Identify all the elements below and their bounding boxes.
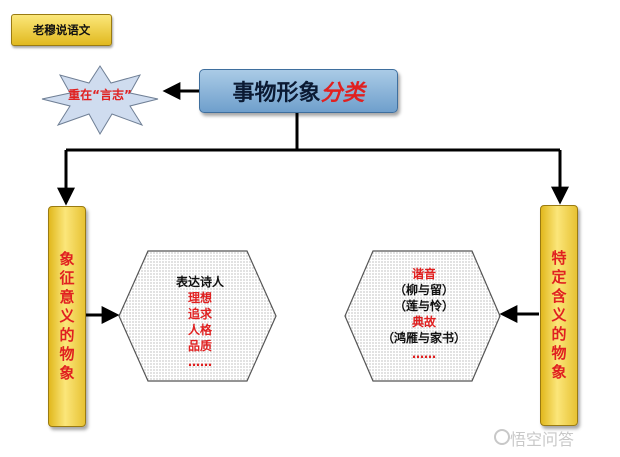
right-hexagon: [344, 250, 501, 382]
left-category-bar: 象 征 意 义 的 物 象: [48, 206, 86, 427]
left-bar-char: 物: [59, 345, 75, 363]
right-hex-line: （鸿雁与家书）: [381, 331, 466, 345]
left-hex-line: 表达诗人: [175, 275, 224, 289]
left-bar-char: 征: [59, 269, 75, 287]
left-bar-char: 的: [59, 326, 75, 344]
right-hex-line: （莲与怜）: [393, 299, 454, 313]
title-highlight: 分类: [320, 80, 365, 106]
left-bar-char: 象: [59, 250, 75, 268]
left-bar-char: 象: [59, 364, 75, 382]
right-bar-char: 象: [551, 363, 567, 381]
right-hex-content: 谐音 （柳与留） （莲与怜） 典故 （鸿雁与家书） ……: [352, 266, 496, 362]
right-hex-line: ……: [412, 347, 436, 361]
left-hex-content: 表达诗人 理想 追求 人格 品质 ……: [140, 274, 260, 370]
right-hex-line: （柳与留）: [393, 283, 454, 297]
author-badge-label: 老穆说语文: [32, 23, 91, 37]
right-bar-char: 的: [551, 325, 567, 343]
left-hex-line: 品质: [187, 339, 212, 353]
burst-shape: [41, 65, 159, 136]
right-hex-line: 典故: [411, 315, 436, 329]
right-bar-char: 特: [551, 249, 567, 267]
right-bar-char: 物: [551, 344, 567, 362]
note-label: 重在“言志”: [68, 88, 132, 102]
right-hex-line: 谐音: [411, 267, 436, 281]
author-badge: 老穆说语文: [11, 14, 112, 46]
title-box: 事物形象分类: [199, 69, 398, 113]
left-hex-line: 人格: [187, 323, 212, 337]
right-bar-char: 义: [551, 306, 567, 324]
watermark-text: 悟空问答: [510, 430, 575, 449]
left-hex-line: ……: [188, 355, 212, 369]
right-bar-char: 定: [551, 268, 567, 286]
left-bar-char: 意: [59, 288, 75, 306]
watermark-icon: [494, 429, 510, 445]
left-hex-line: 追求: [187, 307, 212, 321]
left-hex-line: 理想: [187, 291, 212, 305]
left-bar-char: 义: [59, 307, 75, 325]
right-category-bar: 特 定 含 义 的 物 象: [540, 205, 578, 426]
right-bar-char: 含: [551, 287, 567, 305]
title-main: 事物形象: [232, 80, 321, 106]
